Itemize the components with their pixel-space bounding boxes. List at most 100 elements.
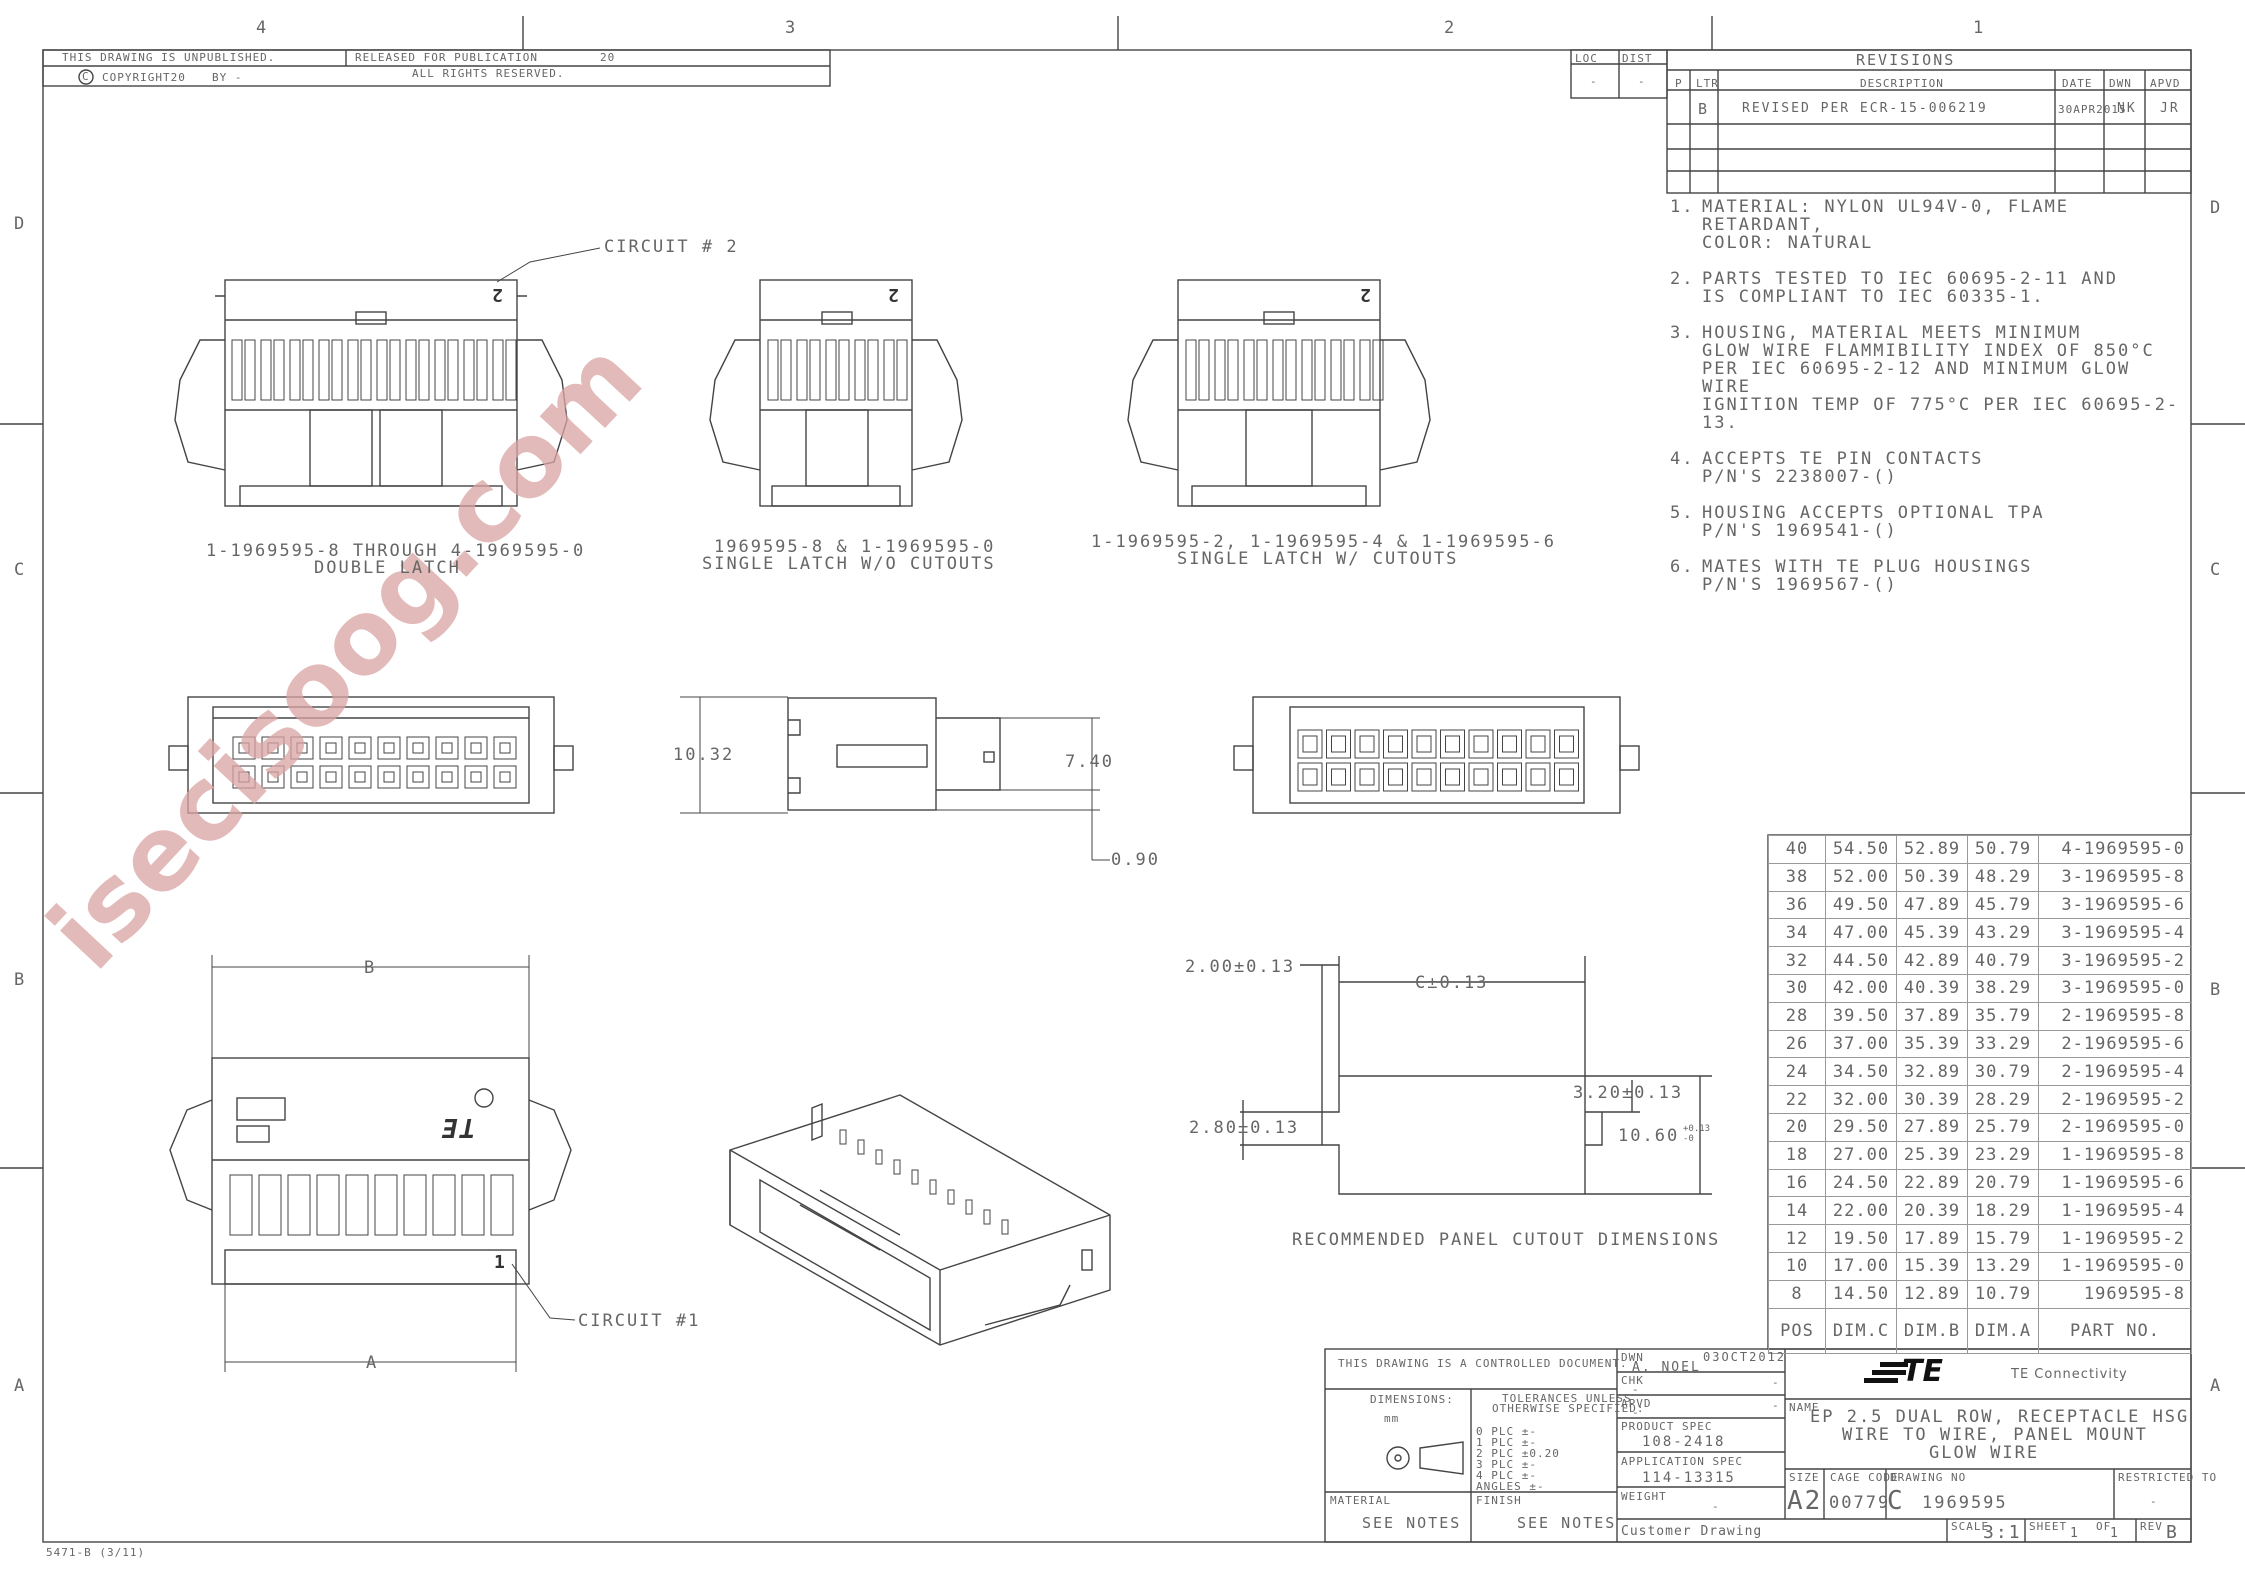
note-number: 4. [1670, 449, 1695, 469]
contact-slot [360, 339, 372, 401]
contact-slot [231, 339, 243, 401]
cell-pos: 20 [1768, 1112, 1826, 1142]
cavity-hole [1416, 735, 1432, 753]
cell-pn: 3-1969595-4 [2038, 918, 2192, 948]
note-number: 2. [1670, 269, 1695, 289]
cell-pos: 8 [1768, 1279, 1826, 1309]
cell-pos: 18 [1768, 1140, 1826, 1170]
zone-side-b: B [14, 970, 27, 990]
zone-top-2: 2 [1444, 18, 1457, 38]
contact-slot [405, 339, 417, 401]
view3-caption-2: SINGLE LATCH W/ CUTOUTS [1177, 549, 1459, 569]
cell-pn: 1-1969595-2 [2038, 1224, 2192, 1253]
te-logo [1864, 1362, 1908, 1383]
panel-cutout [1240, 956, 1712, 1195]
contact-slot [1198, 339, 1210, 401]
cell-b: 52.89 [1896, 835, 1968, 864]
chk-label: CHK [1621, 1374, 1644, 1387]
contact-slot [896, 339, 908, 401]
dwn-date: 03OCT2012 [1703, 1350, 1787, 1364]
rev-row-dwn: NK [2117, 101, 2137, 116]
contact-slot [434, 339, 446, 401]
cell-pn: 3-1969595-8 [2038, 862, 2192, 892]
cell-b: 35.39 [1896, 1029, 1968, 1059]
cavity [1440, 762, 1465, 792]
header-pos: POS [1768, 1307, 1826, 1354]
contact-slot [432, 1174, 456, 1236]
cavity [1411, 729, 1437, 759]
zone-top-3: 3 [785, 18, 798, 38]
dim-0-90: 0.90 [1111, 850, 1160, 870]
restricted-label: RESTRICTED TO [2118, 1471, 2218, 1484]
cavity [1497, 762, 1522, 792]
cavity-hole [1445, 735, 1460, 753]
contact-slot [492, 339, 504, 401]
copyright-by: BY - [212, 71, 243, 84]
note-number: 5. [1670, 503, 1695, 523]
cell-b: 17.89 [1896, 1224, 1968, 1253]
cell-pos: 40 [1768, 835, 1826, 864]
name-line-2: WIRE TO WIRE, PANEL MOUNT [1842, 1425, 2148, 1445]
cavity-hole [470, 771, 482, 783]
contact-slot [403, 1174, 427, 1236]
cell-a: 18.29 [1967, 1196, 2039, 1226]
rev-label: REV [2140, 1520, 2163, 1533]
rear-te-mark: TE [440, 1112, 476, 1142]
cell-b: 30.39 [1896, 1085, 1968, 1114]
contact-slot [867, 339, 879, 401]
cell-c: 47.00 [1825, 918, 1897, 948]
contact-slot [476, 339, 488, 401]
cavity-hole [499, 742, 511, 754]
contact-slot [883, 339, 895, 401]
finish-label: FINISH [1476, 1494, 1522, 1507]
cell-pn: 1-1969595-6 [2038, 1168, 2192, 1198]
scale-value: 3:1 [1983, 1522, 2022, 1543]
cavity-hole [1559, 735, 1574, 753]
cavity [1326, 729, 1351, 759]
zone-top-4: 4 [256, 18, 269, 38]
view2-caption-1: 1969595-8 & 1-1969595-0 [714, 537, 996, 557]
cell-pn: 2-1969595-6 [2038, 1029, 2192, 1059]
top-view-3 [1233, 696, 1640, 814]
cavity-hole [1473, 768, 1489, 786]
cavity [1440, 729, 1465, 759]
rear-pin1-mark: 1 [494, 1252, 507, 1273]
cavity [319, 736, 343, 760]
contact-slot [1343, 339, 1355, 401]
cell-a: 20.79 [1967, 1168, 2039, 1198]
cavity-hole [412, 742, 424, 754]
dimensions-unit: mm [1384, 1412, 1400, 1425]
cell-c: 52.00 [1825, 862, 1897, 892]
dist-label: DIST [1622, 52, 1653, 65]
rev-value: B [2166, 1522, 2179, 1543]
dwn-label: DWN [1621, 1351, 1644, 1364]
product-spec-label: PRODUCT SPEC [1621, 1420, 1713, 1433]
cell-b: 50.39 [1896, 862, 1968, 892]
cavity [493, 736, 517, 760]
view2-caption-2: SINGLE LATCH W/O CUTOUTS [702, 554, 996, 574]
contact-slot [1272, 339, 1284, 401]
dim-2-00: 2.00±0.13 [1185, 957, 1296, 977]
name-line-3: GLOW WIRE [1929, 1443, 2040, 1463]
cell-b: 37.89 [1896, 1001, 1968, 1031]
cavity-hole [238, 742, 250, 754]
cavity [1383, 762, 1408, 792]
cell-a: 40.79 [1967, 946, 2039, 975]
view-single-latch-no-cutout [709, 279, 963, 507]
cavity [1354, 729, 1380, 759]
cell-c: 22.00 [1825, 1196, 1897, 1226]
contact-slot [461, 1174, 485, 1236]
dim-b: B [364, 958, 377, 978]
rev-header-description: DESCRIPTION [1860, 77, 1944, 90]
contact-slot [809, 339, 821, 401]
cavity [1554, 762, 1579, 792]
cell-pn: 1-1969595-4 [2038, 1196, 2192, 1226]
tol-row-3: 3 PLC ±- [1476, 1458, 1537, 1471]
